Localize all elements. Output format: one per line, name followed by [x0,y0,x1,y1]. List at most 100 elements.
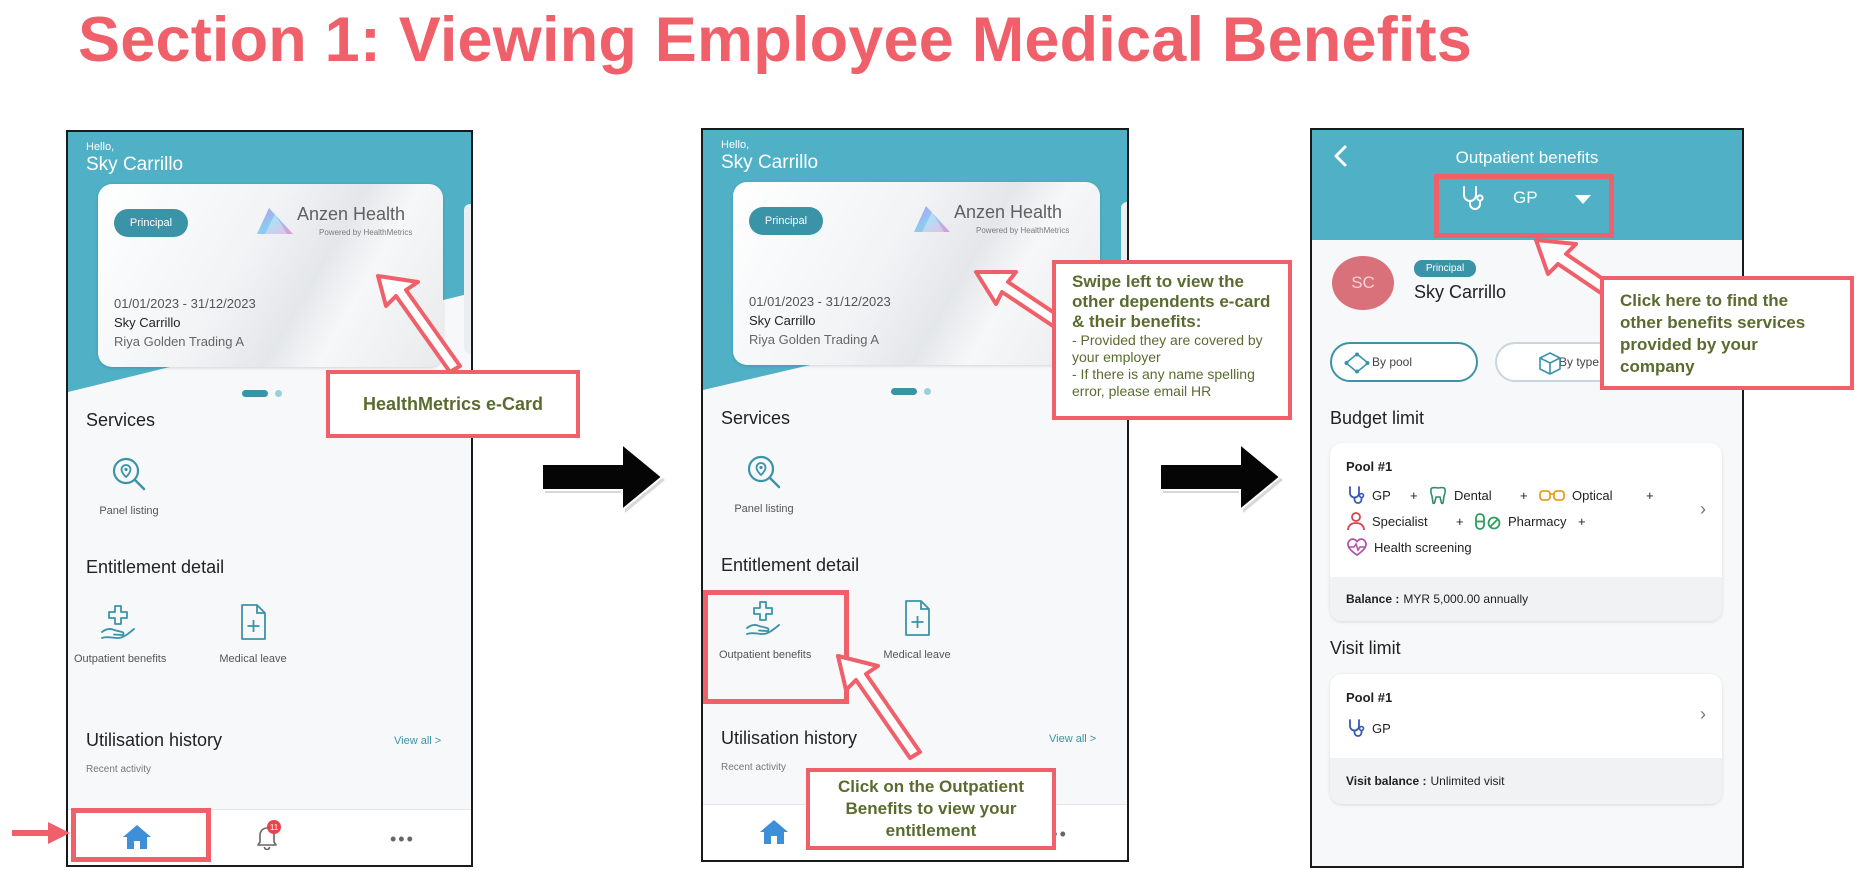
benefit-label: GP [1372,487,1391,503]
coverage-period: 01/01/2023 - 31/12/2023 [749,294,891,309]
bottom-nav-bar: 11 ••• [68,809,471,865]
user-name: Sky Carrillo [1414,282,1507,302]
screen-title: Outpatient benefits [1455,148,1599,167]
powered-by-text: Powered by HealthMetrics [319,228,413,237]
view-all-link[interactable]: View all > [394,735,442,747]
balance-value: MYR 5,000.00 annually [1403,592,1529,606]
principal-badge: Principal [114,209,188,237]
map-search-icon [112,457,146,491]
nav-home-button[interactable] [122,824,152,852]
next-ecard-peek[interactable] [464,204,471,354]
phone-screen-home-2: Hello, Sky Carrillo Principal Anzen Heal… [701,128,1129,862]
benefit-pharmacy: Pharmacy [1474,511,1567,531]
medical-leave-button[interactable]: Medical leave [208,602,298,665]
notification-badge: 11 [267,820,281,834]
outpatient-callout: Click on the Outpatient Benefits to view… [806,768,1056,850]
medical-leave-button[interactable]: Medical leave [872,598,962,661]
medical-leave-label: Medical leave [219,653,287,665]
chevron-left-icon [1334,145,1347,167]
hand-medical-icon [746,601,780,635]
anzen-logo-icon [914,206,950,232]
services-heading: Services [86,410,156,430]
more-dots-icon[interactable]: ••• [390,829,415,849]
callout-arrow-icon [836,654,922,760]
entitlement-heading: Entitlement detail [721,555,860,575]
carousel-dot[interactable] [275,390,282,397]
heart-pulse-icon [1347,538,1367,557]
panel-listing-button[interactable]: Panel listing [719,452,809,515]
outpatient-benefits-button[interactable]: Outpatient benefits [719,598,812,661]
swipe-callout-point-1: - Provided they are covered by your empl… [1072,332,1263,365]
plus-sign: + [1646,488,1654,503]
header-background [1312,130,1742,240]
anzen-health-logo: Anzen Health Powered by HealthMetrics [912,202,1082,244]
red-pointer-arrow-icon [12,822,70,844]
gp-filter-highlight-box [1434,174,1614,238]
benefit-label: Health screening [1374,539,1472,555]
health-ecard[interactable]: Principal Anzen Health Powered by Health… [733,182,1100,365]
chevron-right-icon: › [1700,499,1706,519]
by-pool-label: By pool [1372,355,1413,369]
company-name: Riya Golden Trading A [114,334,245,349]
services-heading: Services [721,408,791,428]
user-name: Sky Carrillo [86,154,184,175]
benefit-label: Optical [1572,487,1613,503]
benefit-optical: Optical [1538,485,1612,505]
document-plus-icon [905,600,930,636]
callout-arrow-icon [376,274,462,374]
chevron-right-icon: › [1700,704,1706,724]
outpatient-benefits-label: Outpatient benefits [719,649,812,661]
visit-pool-card[interactable]: Pool #1 GP › Visit balance : Unlimited v… [1330,674,1722,804]
visit-limit-heading: Visit limit [1330,638,1401,658]
benefit-label: GP [1372,720,1391,736]
swipe-callout: Swipe left to view the other dependents … [1052,260,1292,420]
map-search-icon [747,455,781,489]
document-plus-icon [241,604,266,640]
outpatient-benefits-button[interactable]: Outpatient benefits [74,602,166,665]
benefit-type-dropdown[interactable]: GP [1438,180,1618,216]
next-step-arrow-icon [541,441,665,513]
back-button[interactable] [1332,144,1348,175]
benefit-gp: GP [1346,718,1391,738]
company-name: Riya Golden Trading A [749,332,880,347]
swipe-callout-point-2: - If there is any name spelling error, p… [1072,366,1255,399]
nav-notifications-button[interactable]: 11 [254,820,284,852]
phone-screen-home-1: Hello, Sky Carrillo Principal Anzen Heal… [66,130,473,867]
box-icon [1539,352,1561,375]
phone-screen-outpatient: Outpatient benefits GP SC Principal Sky … [1310,128,1744,868]
next-step-arrow-icon [1159,441,1283,513]
balance-label: Balance : [1346,592,1400,606]
benefit-gp: GP [1346,485,1391,505]
benefit-label: Specialist [1372,513,1428,529]
caret-down-icon [1575,195,1591,204]
carousel-dot-active [891,388,917,395]
tooth-icon [1430,486,1446,505]
stethoscope-icon [1349,719,1365,737]
by-pool-tab[interactable]: By pool [1330,342,1478,382]
view-all-link[interactable]: View all > [1049,733,1097,745]
anzen-health-logo: Anzen Health Powered by HealthMetrics [255,204,425,246]
anzen-logo-icon [257,208,293,234]
utilisation-heading: Utilisation history [86,730,223,750]
stethoscope-icon [1463,186,1484,210]
outpatient-highlight-box [703,590,849,704]
doctor-icon [1347,512,1365,531]
ecard-callout: HealthMetrics e-Card [326,370,580,438]
pool-title: Pool #1 [1346,459,1393,474]
benefit-dental: Dental [1428,485,1492,505]
pool-network-icon [1344,352,1370,374]
swipe-callout-title: Swipe left to view the other dependents … [1072,272,1271,331]
nav-home-button[interactable] [759,819,789,847]
selected-benefit-type: GP [1513,188,1538,207]
budget-pool-card[interactable]: Pool #1 GP + Dental + Optical + [1330,443,1722,621]
panel-listing-label: Panel listing [99,505,159,517]
coverage-period: 01/01/2023 - 31/12/2023 [114,296,256,311]
pool-title: Pool #1 [1346,690,1393,705]
powered-by-text: Powered by HealthMetrics [976,226,1070,235]
by-type-label: By type [1559,355,1600,369]
medical-leave-label: Medical leave [883,649,951,661]
budget-limit-heading: Budget limit [1330,408,1425,428]
carousel-dot[interactable] [924,388,931,395]
panel-listing-button[interactable]: Panel listing [84,454,174,517]
benefit-label: Pharmacy [1508,513,1567,529]
